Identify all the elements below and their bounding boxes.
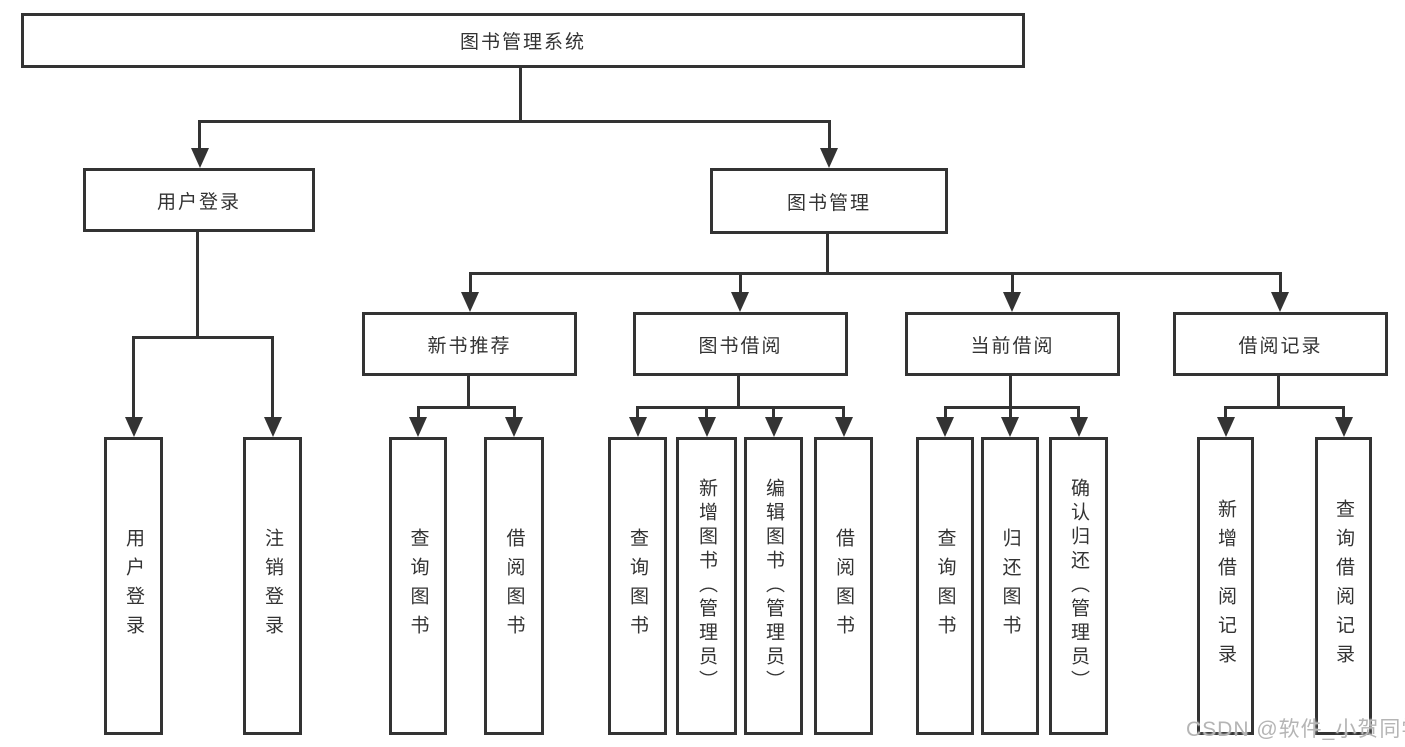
arrow-down-icon <box>190 148 209 168</box>
connector-line <box>196 232 199 339</box>
arrow-down-icon <box>1334 417 1353 437</box>
connector-line <box>827 120 831 151</box>
leaf-label: 查询图书 <box>407 528 429 644</box>
leaf-user-login: 用户登录 <box>104 437 163 735</box>
connector-line <box>636 406 639 420</box>
connector-line <box>132 336 135 420</box>
leaf-label: 编辑图书（管理员） <box>763 478 784 694</box>
node-label: 借阅记录 <box>1238 335 1323 357</box>
node-book-management-branch: 图书管理 <box>710 168 948 234</box>
connector-line <box>468 272 472 295</box>
node-label: 图书管理系统 <box>459 32 586 53</box>
connector-line <box>737 376 740 409</box>
connector-line <box>468 272 1282 275</box>
connector-line <box>1010 272 1014 295</box>
leaf-label: 用户登录 <box>123 528 144 644</box>
arrow-down-icon <box>697 417 716 437</box>
connector-line <box>512 406 516 420</box>
node-label: 图书管理 <box>786 192 871 214</box>
node-label: 新书推荐 <box>427 335 512 357</box>
connector-line <box>826 234 829 275</box>
leaf-add-books-admin: 新增图书（管理员） <box>676 437 737 735</box>
leaf-return-books: 归还图书 <box>981 437 1039 735</box>
leaf-label: 借阅图书 <box>833 528 854 644</box>
leaf-logout: 注销登录 <box>243 437 302 735</box>
arrow-down-icon <box>124 417 143 437</box>
arrow-down-icon <box>1003 292 1021 312</box>
connector-line <box>1342 406 1345 420</box>
leaf-query-borrow-record: 查询借阅记录 <box>1315 437 1372 735</box>
arrow-down-icon <box>628 417 647 437</box>
leaf-edit-books-admin: 编辑图书（管理员） <box>744 437 803 735</box>
leaf-label: 确认归还（管理员） <box>1068 478 1089 694</box>
leaf-label: 查询图书 <box>934 528 956 644</box>
connector-line <box>705 406 708 420</box>
leaf-query-books-2: 查询图书 <box>608 437 667 735</box>
arrow-down-icon <box>409 417 427 437</box>
connector-line <box>943 406 1080 409</box>
connector-line <box>842 406 845 420</box>
connector-line <box>132 336 274 339</box>
arrow-down-icon <box>764 417 783 437</box>
leaf-label: 借阅图书 <box>503 528 525 644</box>
leaf-confirm-return-admin: 确认归还（管理员） <box>1049 437 1108 735</box>
node-current-borrowing: 当前借阅 <box>905 312 1120 376</box>
node-label: 用户登录 <box>156 191 241 213</box>
arrow-down-icon <box>834 417 853 437</box>
node-library-management-system: 图书管理系统 <box>21 13 1025 68</box>
connector-line <box>943 406 947 420</box>
connector-line <box>271 336 274 420</box>
arrow-down-icon <box>1069 417 1088 437</box>
connector-line <box>519 68 522 123</box>
arrow-down-icon <box>731 292 749 312</box>
arrow-down-icon <box>936 417 954 437</box>
leaf-label: 新增借阅记录 <box>1215 499 1236 673</box>
connector-line <box>636 406 845 409</box>
arrow-down-icon <box>1001 417 1019 437</box>
connector-line <box>466 376 470 409</box>
arrow-down-icon <box>461 292 479 312</box>
leaf-borrow-books-1: 借阅图书 <box>484 437 544 735</box>
arrow-down-icon <box>505 417 523 437</box>
connector-line <box>1008 406 1012 420</box>
connector-line <box>1224 406 1345 409</box>
node-book-borrowing: 图书借阅 <box>633 312 848 376</box>
arrow-down-icon <box>1271 292 1289 312</box>
arrow-down-icon <box>1216 417 1235 437</box>
leaf-label: 归还图书 <box>999 528 1021 644</box>
node-borrowing-records: 借阅记录 <box>1173 312 1388 376</box>
leaf-query-books-1: 查询图书 <box>389 437 447 735</box>
csdn-watermark: CSDN @软件_小贺同学 <box>1186 718 1405 741</box>
connector-line <box>1077 406 1080 420</box>
connector-line <box>416 406 516 409</box>
connector-line <box>772 406 775 420</box>
leaf-add-borrow-record: 新增借阅记录 <box>1197 437 1254 735</box>
connector-line <box>1224 406 1227 420</box>
connector-line <box>198 120 831 123</box>
arrow-down-icon <box>263 417 282 437</box>
leaf-label: 新增图书（管理员） <box>696 478 717 694</box>
connector-line <box>1278 272 1282 295</box>
arrow-down-icon <box>820 148 838 168</box>
leaf-borrow-books-2: 借阅图书 <box>814 437 873 735</box>
connector-line <box>738 272 742 295</box>
node-label: 当前借阅 <box>970 335 1055 357</box>
node-user-login-branch: 用户登录 <box>83 168 315 232</box>
connector-line <box>1277 376 1280 409</box>
leaf-label: 查询借阅记录 <box>1333 499 1354 673</box>
connector-line <box>1009 376 1012 409</box>
node-label: 图书借阅 <box>698 335 783 357</box>
leaf-query-books-3: 查询图书 <box>916 437 974 735</box>
node-new-book-recommendation: 新书推荐 <box>362 312 577 376</box>
connector-line <box>198 120 201 151</box>
leaf-label: 查询图书 <box>627 528 648 644</box>
leaf-label: 注销登录 <box>262 528 283 644</box>
connector-line <box>416 406 420 420</box>
